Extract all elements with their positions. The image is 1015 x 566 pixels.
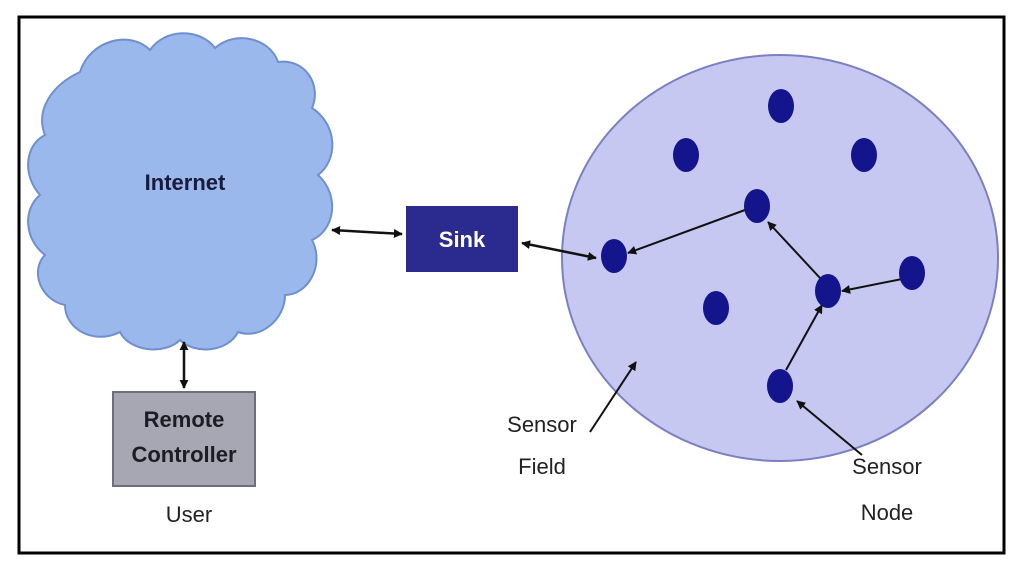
sensor-node — [899, 256, 925, 290]
sensor-node-label-line1: Sensor — [852, 454, 922, 479]
sensor-nodes — [601, 89, 925, 403]
remote-controller: Remote Controller — [112, 391, 256, 487]
sensor-node-gateway — [601, 239, 627, 273]
sensor-node — [703, 291, 729, 325]
remote-controller-box — [112, 391, 256, 487]
sensor-node — [767, 369, 793, 403]
sensor-node — [768, 89, 794, 123]
sensor-node — [673, 138, 699, 172]
sensor-node — [744, 189, 770, 223]
remote-controller-label-line1: Remote — [144, 407, 225, 432]
sink-box — [406, 206, 518, 272]
sink-label: Sink — [439, 227, 486, 252]
internet-label: Internet — [145, 170, 226, 195]
sensor-node — [815, 274, 841, 308]
sensor-field-pointer — [589, 361, 637, 433]
sensor-node — [851, 138, 877, 172]
internet-cloud-shape — [27, 32, 334, 351]
route-arrow-c-to-a — [767, 221, 821, 279]
internet-cloud: Internet — [27, 32, 334, 351]
sink-field-link — [521, 240, 597, 261]
cloud-sink-link — [331, 225, 403, 239]
sensor-field-label-line2: Field — [518, 454, 566, 479]
user-label: User — [166, 502, 212, 527]
route-arrow-d-to-c — [785, 304, 823, 371]
route-arrow-b-to-c — [841, 278, 903, 294]
sink-node: Sink — [406, 206, 518, 272]
sensor-field-label-line1: Sensor — [507, 412, 577, 437]
sensor-node-label-line2: Node — [861, 500, 914, 525]
route-arrow-a-to-sink-node — [627, 209, 746, 255]
sensor-node-pointer — [796, 400, 863, 456]
remote-controller-label-line2: Controller — [131, 442, 237, 467]
